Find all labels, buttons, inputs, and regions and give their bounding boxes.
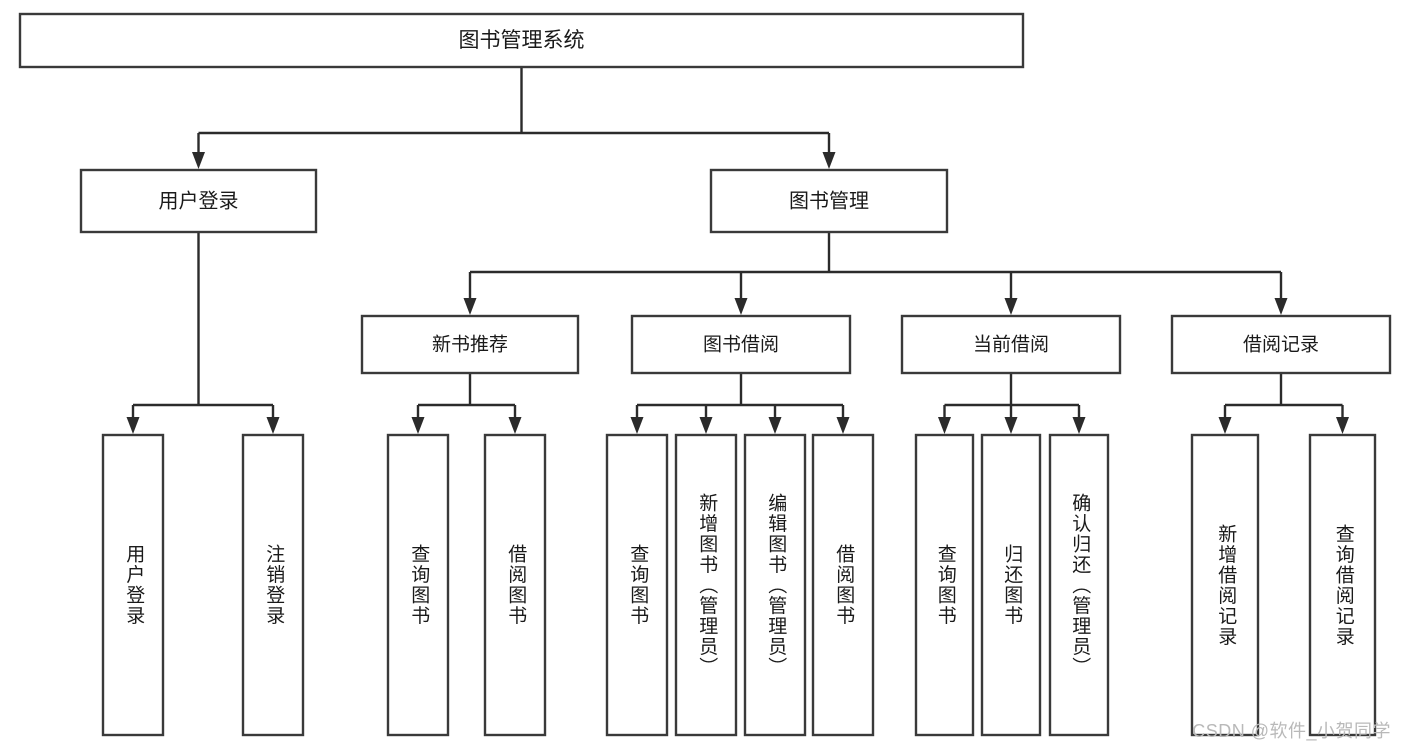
node-box[interactable] bbox=[743, 433, 807, 737]
node-box[interactable] bbox=[18, 12, 1025, 69]
connector-group-user-login bbox=[126, 232, 280, 434]
node-root[interactable]: 图书管理系统 bbox=[18, 12, 1025, 69]
arrow-head-icon bbox=[938, 417, 951, 434]
node-book-borrow[interactable]: 图书借阅 bbox=[630, 314, 852, 375]
node-label: 图书借阅 bbox=[703, 334, 779, 356]
arrow-head-icon bbox=[1004, 298, 1018, 315]
node-leaf-query-record[interactable] bbox=[1308, 433, 1377, 737]
connector-group-book-manage bbox=[463, 232, 1288, 315]
node-book-manage[interactable]: 图书管理 bbox=[709, 168, 949, 234]
connector-group-book-borrow bbox=[630, 373, 850, 434]
node-leaf-add-record[interactable] bbox=[1190, 433, 1260, 737]
connector-group-borrow-record bbox=[1218, 373, 1349, 434]
node-box[interactable] bbox=[914, 433, 975, 737]
node-new-book-rec[interactable]: 新书推荐 bbox=[360, 314, 580, 375]
node-label: 借阅记录 bbox=[1243, 334, 1319, 356]
node-box[interactable] bbox=[241, 433, 305, 737]
arrow-head-icon bbox=[630, 417, 644, 434]
connector-group-current-borrow bbox=[938, 373, 1086, 434]
node-leaf-edit-book[interactable] bbox=[743, 433, 807, 737]
node-user-login[interactable]: 用户登录 bbox=[79, 168, 318, 234]
node-label: 图书管理系统 bbox=[459, 29, 585, 52]
arrow-head-icon bbox=[836, 417, 850, 434]
node-leaf-logout[interactable] bbox=[241, 433, 305, 737]
node-box[interactable] bbox=[386, 433, 450, 737]
node-box[interactable] bbox=[483, 433, 547, 737]
arrow-head-icon bbox=[734, 298, 748, 315]
node-leaf-query-book-cur[interactable] bbox=[914, 433, 975, 737]
node-box[interactable] bbox=[811, 433, 875, 737]
node-box[interactable] bbox=[630, 314, 852, 375]
node-box[interactable] bbox=[1170, 314, 1392, 375]
node-leaf-add-book[interactable] bbox=[674, 433, 738, 737]
node-box[interactable] bbox=[1308, 433, 1377, 737]
node-leaf-confirm-return[interactable] bbox=[1048, 433, 1110, 737]
node-box[interactable] bbox=[709, 168, 949, 234]
node-box[interactable] bbox=[79, 168, 318, 234]
watermark: CSDN @软件_小贺同学 bbox=[1192, 721, 1391, 741]
node-box[interactable] bbox=[1048, 433, 1110, 737]
node-leaf-borrow-book-rec[interactable] bbox=[483, 433, 547, 737]
node-label: 当前借阅 bbox=[973, 334, 1049, 356]
arrow-head-icon bbox=[192, 152, 205, 169]
node-label: 新书推荐 bbox=[432, 334, 508, 356]
node-leaf-query-book-rec[interactable] bbox=[386, 433, 450, 737]
arrow-head-icon bbox=[699, 417, 713, 434]
arrow-head-icon bbox=[1274, 298, 1288, 315]
arrow-head-icon bbox=[463, 298, 477, 315]
arrow-head-icon bbox=[508, 417, 522, 434]
node-box[interactable] bbox=[674, 433, 738, 737]
node-box[interactable] bbox=[101, 433, 165, 737]
node-leaf-query-book-borrow[interactable] bbox=[605, 433, 669, 737]
node-leaf-user-login[interactable] bbox=[101, 433, 165, 737]
arrow-head-icon bbox=[1072, 417, 1086, 434]
arrow-head-icon bbox=[822, 152, 836, 169]
node-borrow-record[interactable]: 借阅记录 bbox=[1170, 314, 1392, 375]
node-leaf-borrow-book[interactable] bbox=[811, 433, 875, 737]
node-box[interactable] bbox=[980, 433, 1042, 737]
arrow-head-icon bbox=[126, 417, 140, 434]
arrow-head-icon bbox=[1004, 417, 1018, 434]
node-label: 用户登录 bbox=[159, 189, 239, 212]
node-box[interactable] bbox=[1190, 433, 1260, 737]
node-box[interactable] bbox=[605, 433, 669, 737]
node-box[interactable] bbox=[360, 314, 580, 375]
arrow-head-icon bbox=[1336, 417, 1349, 434]
arrow-head-icon bbox=[1218, 417, 1232, 434]
node-box[interactable] bbox=[900, 314, 1122, 375]
node-current-borrow[interactable]: 当前借阅 bbox=[900, 314, 1122, 375]
node-leaf-return-book[interactable] bbox=[980, 433, 1042, 737]
connector-group-root bbox=[192, 67, 836, 169]
node-label: 图书管理 bbox=[789, 189, 869, 212]
arrow-head-icon bbox=[411, 417, 425, 434]
arrow-head-icon bbox=[266, 417, 280, 434]
connector-group-new-book-rec bbox=[411, 373, 522, 434]
connector-layer bbox=[126, 67, 1349, 434]
arrow-head-icon bbox=[768, 417, 782, 434]
